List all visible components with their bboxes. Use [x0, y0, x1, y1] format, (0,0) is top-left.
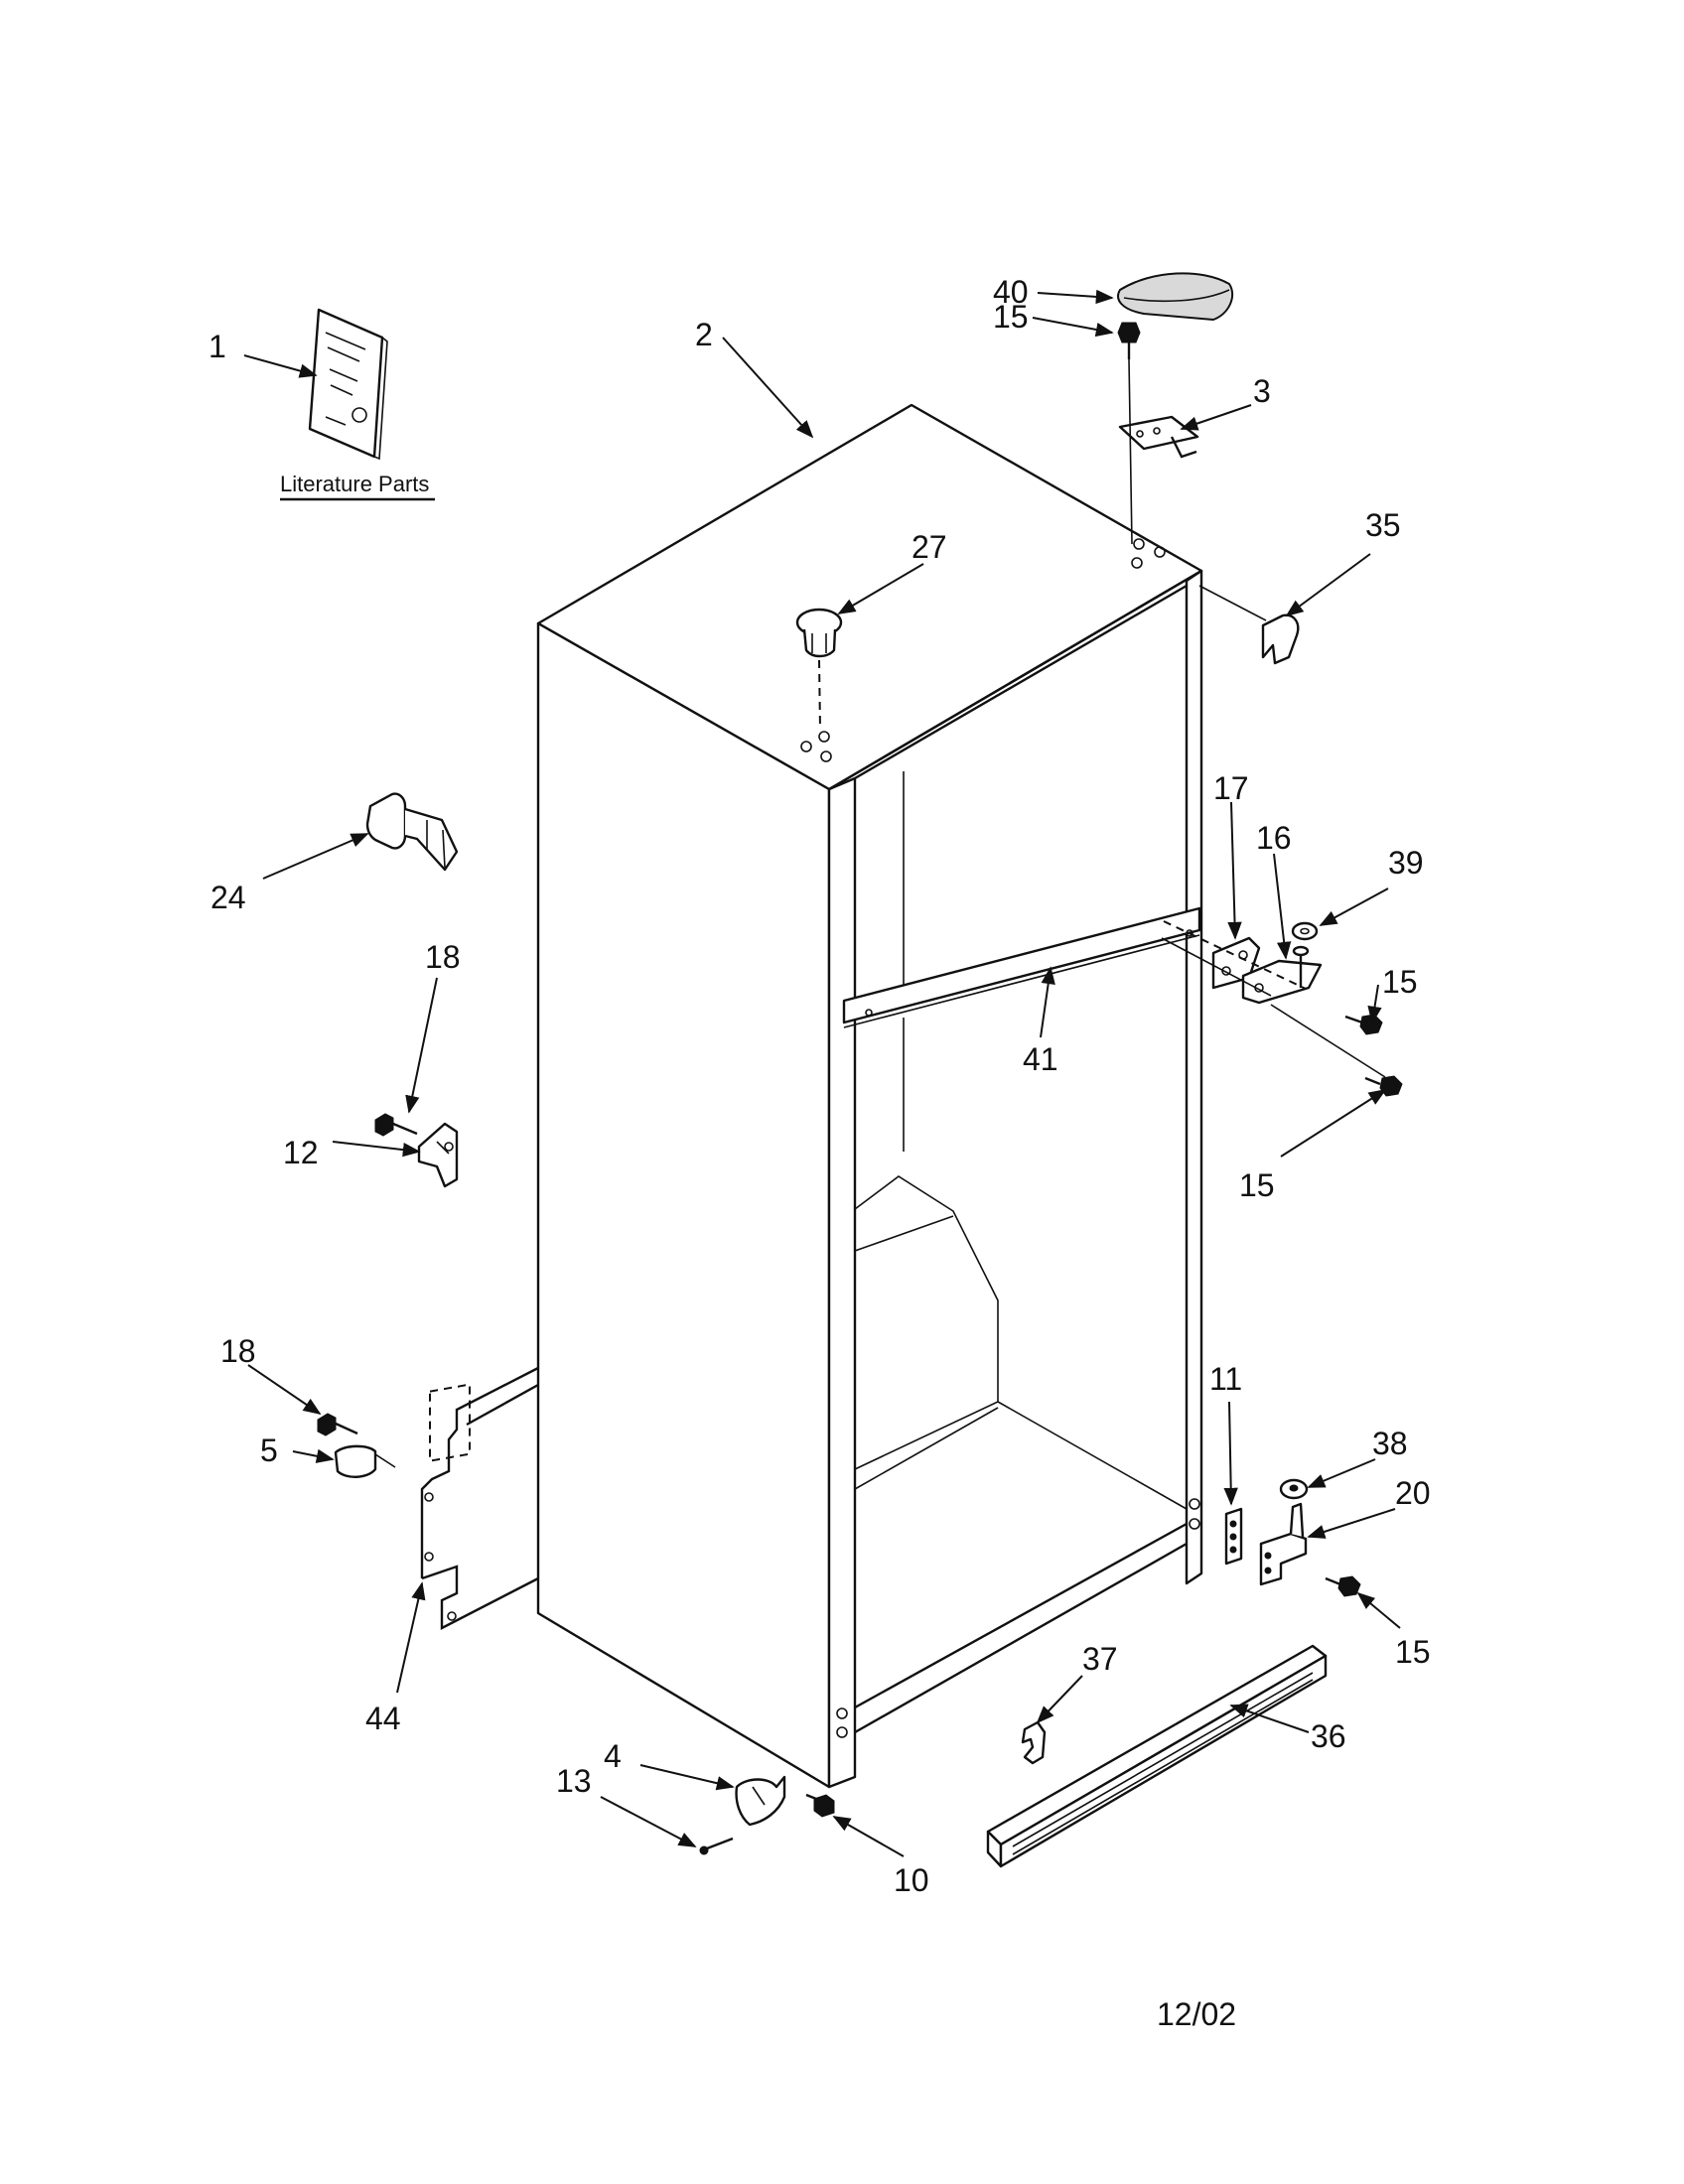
- rear-panel: [420, 1366, 539, 1630]
- callout-13: 13: [556, 1763, 592, 1799]
- callout-16: 16: [1256, 820, 1292, 856]
- date-code: 12/02: [1157, 1996, 1236, 2032]
- literature-booklet: [308, 308, 388, 461]
- center-hinge-line: [1161, 937, 1272, 997]
- pin-cover-line: [1198, 585, 1267, 621]
- plug-guide-line: [818, 659, 821, 731]
- callout-12: 12: [283, 1135, 319, 1170]
- center-hinge-guide: [1163, 920, 1307, 990]
- callout-11: 11: [1209, 1361, 1242, 1397]
- callout-38: 38: [1372, 1426, 1408, 1461]
- bottom-hinge-washer: [1279, 1478, 1309, 1500]
- hinge-screw-top: [1117, 322, 1141, 359]
- callout-10: 10: [894, 1862, 929, 1898]
- hinge-cover: [1117, 272, 1234, 322]
- leveling-screw: [805, 1793, 835, 1818]
- callout-18-upper: 18: [425, 939, 461, 975]
- callout-15-top: 15: [993, 299, 1029, 335]
- leader-lines: [243, 289, 1401, 1857]
- door-stop: [365, 792, 459, 872]
- callout-15-bottom: 15: [1395, 1634, 1431, 1670]
- callout-39: 39: [1388, 845, 1424, 881]
- divider-mullion: [842, 906, 1201, 1024]
- hinge-screw-left-upper: [374, 1113, 418, 1137]
- callout-15-center-lower: 15: [1239, 1167, 1275, 1203]
- callout-44: 44: [365, 1701, 401, 1736]
- callout-20: 20: [1395, 1475, 1431, 1511]
- callout-labels: 1 2 3 4 5 10 11 12 13 15 15 15 15 16 17 …: [209, 274, 1431, 1898]
- callout-24: 24: [210, 880, 246, 915]
- center-hinge-left: [417, 1122, 459, 1188]
- hinge-screw-right-1: [1344, 1014, 1383, 1035]
- refrigerator-cabinet: [536, 403, 1203, 1789]
- bottom-hinge-screw: [1325, 1575, 1361, 1597]
- lower-screw-left: [317, 1413, 358, 1436]
- callout-27: 27: [912, 529, 947, 565]
- callout-2: 2: [695, 317, 713, 352]
- callout-18-lower: 18: [220, 1333, 256, 1369]
- bottom-hinge: [1259, 1502, 1308, 1586]
- hinge-guide-line: [1128, 358, 1133, 545]
- literature-parts-label: Literature Parts: [280, 472, 429, 496]
- callout-40: 40: [993, 274, 1029, 310]
- hinge-shim: [1224, 1507, 1243, 1566]
- callout-15-center-upper: 15: [1382, 964, 1418, 1000]
- callout-1: 1: [209, 329, 226, 364]
- leveling-leg-bracket: [735, 1775, 786, 1827]
- callout-35: 35: [1365, 507, 1401, 543]
- hinge-screw-right-2: [1364, 1075, 1403, 1097]
- callout-3: 3: [1253, 373, 1271, 409]
- top-hinge: [1118, 415, 1199, 459]
- hinge-pin-cover: [1261, 614, 1300, 665]
- callout-17: 17: [1213, 770, 1249, 806]
- hole-plug: [795, 608, 843, 658]
- callout-5: 5: [260, 1433, 278, 1468]
- callout-4: 4: [604, 1738, 622, 1774]
- grille-clip: [1021, 1720, 1047, 1765]
- lower-clip: [334, 1444, 396, 1478]
- callout-36: 36: [1311, 1718, 1346, 1754]
- hinge-washer: [1291, 921, 1319, 941]
- center-hinge-plate: [1241, 945, 1323, 1005]
- roller-pin: [699, 1837, 734, 1855]
- callout-37: 37: [1082, 1641, 1118, 1677]
- callout-41: 41: [1023, 1041, 1058, 1077]
